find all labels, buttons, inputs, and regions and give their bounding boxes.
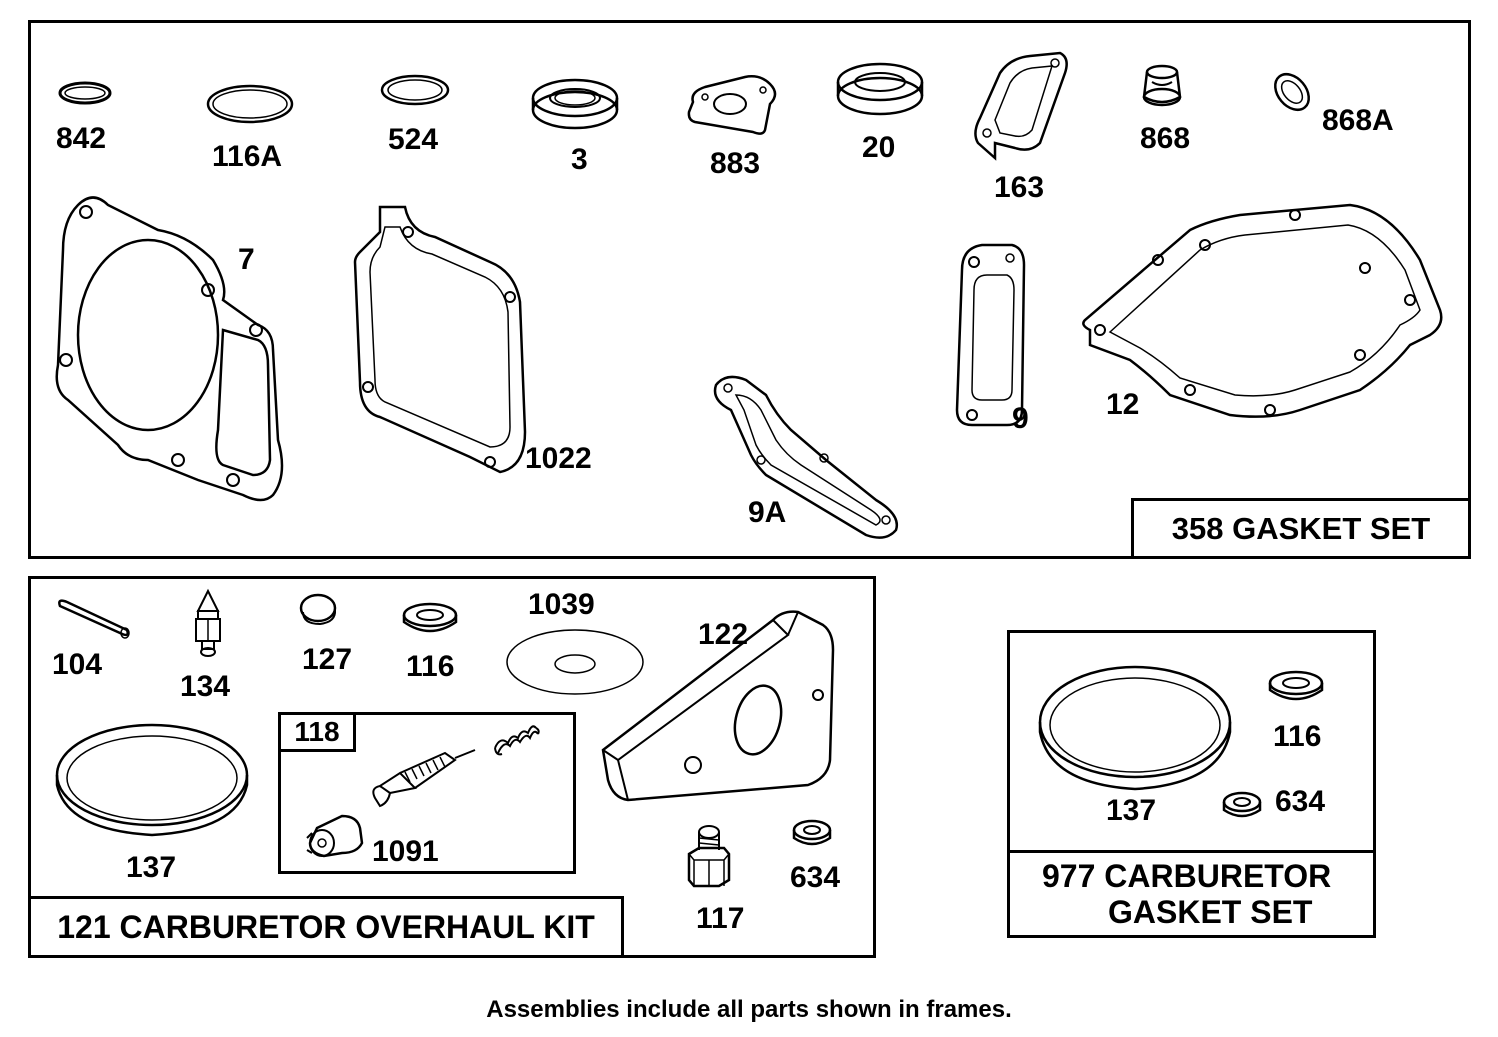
label-3: 3 xyxy=(571,143,588,176)
label-116-kit: 116 xyxy=(406,650,455,683)
label-7: 7 xyxy=(238,243,255,276)
part-116-washer-carb xyxy=(1266,668,1336,713)
footer-note: Assemblies include all parts shown in fr… xyxy=(486,996,1012,1023)
label-104: 104 xyxy=(52,648,103,681)
label-12: 12 xyxy=(1106,388,1140,421)
carb-gasket-set-title-line2: GASKET SET xyxy=(1108,894,1313,930)
part-127-plug xyxy=(298,592,348,637)
label-163: 163 xyxy=(994,171,1045,204)
label-883: 883 xyxy=(710,147,761,180)
label-137-carb: 137 xyxy=(1106,794,1157,827)
part-104-pin xyxy=(55,598,135,648)
part-883-gasket xyxy=(685,72,785,147)
part-868-seal xyxy=(1132,62,1202,122)
part-3-seal xyxy=(525,70,635,145)
part-634-washer-carb xyxy=(1220,790,1270,830)
label-1039: 1039 xyxy=(528,588,595,621)
part-1022-gasket xyxy=(350,202,540,487)
part-137-ring-kit xyxy=(52,720,262,850)
part-122-spacer xyxy=(598,600,848,810)
label-1022: 1022 xyxy=(525,442,592,475)
part-137-ring-carb xyxy=(1035,662,1245,802)
label-117: 117 xyxy=(696,902,745,935)
part-nozzle xyxy=(302,808,372,868)
part-842-oring xyxy=(58,80,118,115)
label-116-carb: 116 xyxy=(1273,720,1322,753)
label-634-kit: 634 xyxy=(790,861,841,894)
part-spring xyxy=(490,718,540,763)
part-7-head-gasket xyxy=(48,190,298,515)
part-9a-gasket xyxy=(706,370,906,550)
label-524: 524 xyxy=(388,123,439,156)
label-634-carb: 634 xyxy=(1275,785,1326,818)
part-1039-diaphragm xyxy=(505,622,655,707)
gasket-set-frame xyxy=(28,20,1471,559)
part-116-washer xyxy=(400,600,470,645)
part-116a-ring xyxy=(205,82,305,137)
gasket-set-title: 358 GASKET SET xyxy=(1131,498,1471,559)
label-842: 842 xyxy=(56,122,107,155)
label-122: 122 xyxy=(698,618,749,651)
part-9-gasket xyxy=(952,240,1032,435)
label-9a: 9A xyxy=(748,496,787,529)
part-634-washer-kit xyxy=(790,818,840,858)
sub-assembly-118-title: 118 xyxy=(278,712,356,752)
overhaul-kit-title: 121 CARBURETOR OVERHAUL KIT xyxy=(28,896,624,958)
label-116a: 116A xyxy=(212,140,283,173)
part-20-seal xyxy=(830,58,940,133)
part-163-gasket xyxy=(970,48,1080,173)
label-1091: 1091 xyxy=(372,835,439,868)
part-524-ring xyxy=(380,72,460,117)
label-20: 20 xyxy=(862,131,896,164)
carb-gasket-set-title-box xyxy=(1007,850,1376,938)
part-134-needle xyxy=(188,586,238,671)
label-868: 868 xyxy=(1140,122,1191,155)
label-127: 127 xyxy=(302,643,353,676)
sub-assembly-118-frame xyxy=(278,712,576,874)
part-1091-screw xyxy=(370,748,480,823)
part-117-jet xyxy=(684,822,744,897)
part-868a-washer xyxy=(1270,72,1320,122)
label-9: 9 xyxy=(1012,402,1029,435)
label-868a: 868A xyxy=(1322,104,1394,137)
part-12-gasket xyxy=(1070,200,1450,430)
carb-gasket-set-title-line1: 977 CARBURETOR xyxy=(1042,858,1332,894)
label-134: 134 xyxy=(180,670,231,703)
label-137-kit: 137 xyxy=(126,851,177,884)
